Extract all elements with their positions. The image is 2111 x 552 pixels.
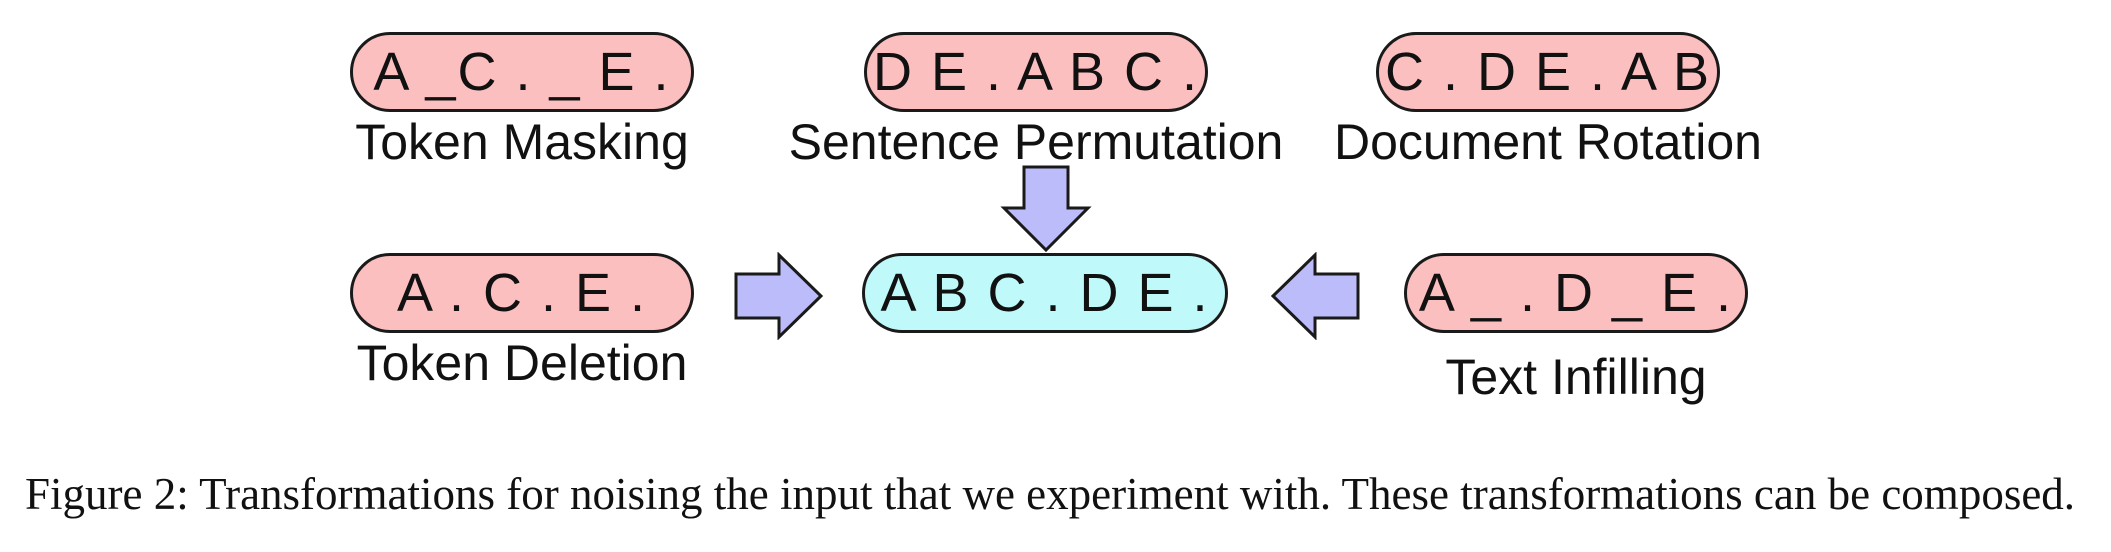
figure-caption: Figure 2: Transformations for noising th… xyxy=(25,469,2076,519)
original-document-sequence: A B C . D E . xyxy=(862,253,1228,333)
token-deletion-sequence: A . C . E . xyxy=(350,253,694,333)
text-infilling-sequence: A _ . D _ E . xyxy=(1404,253,1748,333)
text-infilling-label: Text Infilling xyxy=(1445,349,1707,405)
left-arrow-icon xyxy=(1270,252,1360,340)
sentence-permutation-label: Sentence Permutation xyxy=(788,114,1284,170)
token-masking-sequence: A _C . _ E . xyxy=(350,32,694,112)
token-deletion-label: Token Deletion xyxy=(356,335,688,391)
document-rotation-sequence: C . D E . A B xyxy=(1376,32,1720,112)
sentence-permutation-sequence: D E . A B C . xyxy=(864,32,1208,112)
right-arrow-icon xyxy=(734,252,824,340)
document-rotation-label: Document Rotation xyxy=(1333,114,1762,170)
token-masking-label: Token Masking xyxy=(355,114,689,170)
down-arrow-icon xyxy=(1000,165,1092,253)
